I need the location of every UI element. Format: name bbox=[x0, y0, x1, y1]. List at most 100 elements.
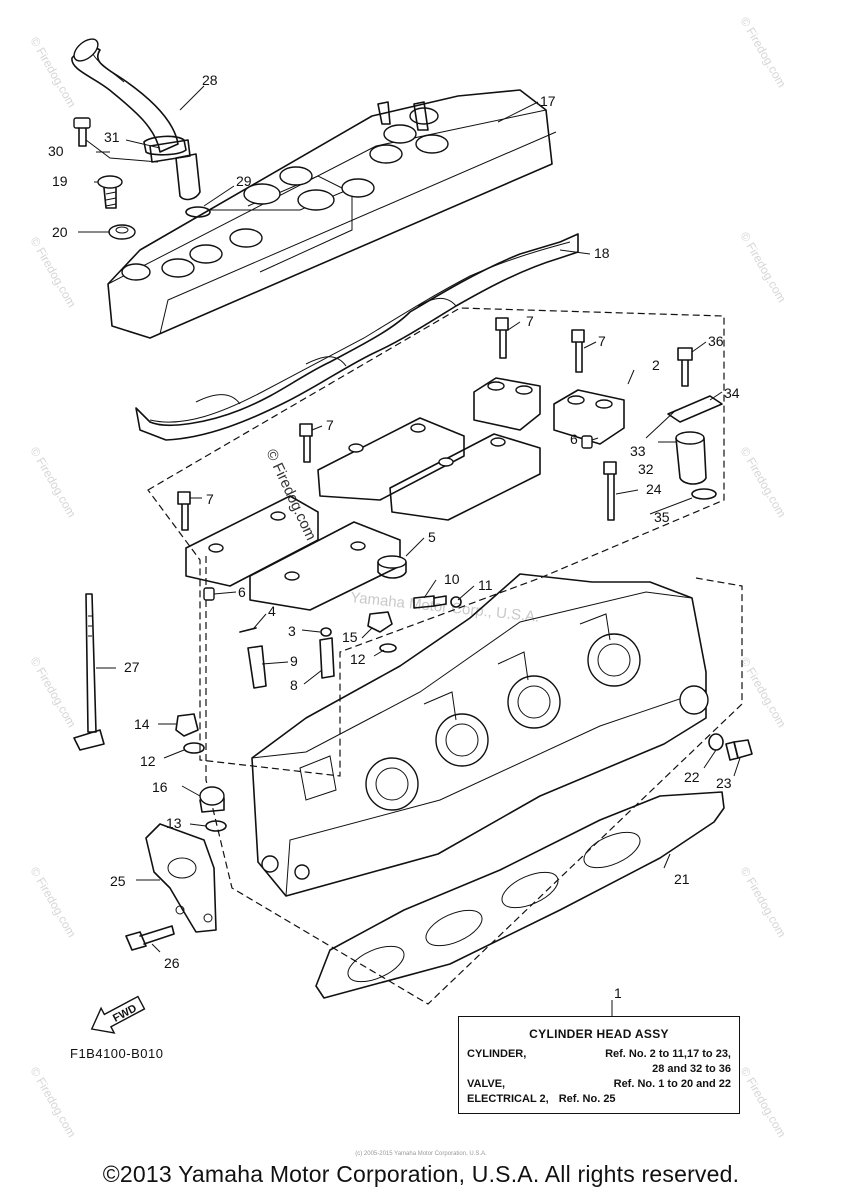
bolt-30 bbox=[73, 117, 159, 163]
guide-8 bbox=[319, 637, 335, 679]
cover-gasket bbox=[135, 233, 579, 441]
callout-23: 23 bbox=[716, 775, 732, 791]
callout-27: 27 bbox=[124, 659, 140, 675]
callout-8: 8 bbox=[290, 677, 298, 693]
callout-30: 30 bbox=[48, 143, 64, 159]
callout-25: 25 bbox=[110, 873, 126, 889]
plate-34 bbox=[667, 395, 723, 423]
assy-row4-label: ELECTRICAL 2, bbox=[467, 1093, 549, 1105]
assy-title: CYLINDER HEAD ASSY bbox=[529, 1027, 669, 1041]
washer-12a bbox=[379, 643, 397, 653]
cylinder-head bbox=[251, 573, 709, 897]
dowel-6b bbox=[203, 587, 215, 601]
tiny-copyright: (c) 2005-2015 Yamaha Motor Corporation, … bbox=[355, 1151, 487, 1157]
camshaft-cap-group-outline bbox=[147, 307, 725, 777]
callout-13: 13 bbox=[166, 815, 182, 831]
callout-28: 28 bbox=[202, 72, 218, 88]
nut-14 bbox=[175, 713, 199, 737]
fwd-label: FWD bbox=[111, 1002, 139, 1024]
nut-15 bbox=[367, 611, 393, 633]
washer-11 bbox=[450, 596, 462, 608]
cam-cap-upper-right bbox=[473, 377, 625, 445]
pin-4 bbox=[239, 627, 257, 633]
center-watermark: © Firedog.com bbox=[262, 447, 319, 544]
watermark-right-4: © Firedog.com bbox=[737, 655, 789, 730]
cap-bolts bbox=[177, 317, 693, 531]
callout-6b: 6 bbox=[238, 584, 246, 600]
callout-5: 5 bbox=[428, 529, 436, 545]
watermark-left-4: © Firedog.com bbox=[27, 655, 79, 730]
callout-29: 29 bbox=[236, 173, 252, 189]
callout-7d: 7 bbox=[206, 491, 214, 507]
dowel-6a bbox=[581, 435, 593, 449]
o-ring-35 bbox=[691, 488, 717, 500]
callout-11: 11 bbox=[478, 577, 493, 593]
guide-9 bbox=[247, 645, 267, 689]
diagram-ref-code: F1B4100-B010 bbox=[70, 1046, 164, 1061]
assy-row3-value: Ref. No. 1 to 20 and 22 bbox=[613, 1078, 731, 1090]
tube-32 bbox=[675, 431, 707, 485]
callout-20: 20 bbox=[52, 224, 68, 240]
callout-21: 21 bbox=[674, 871, 690, 887]
callout-7c: 7 bbox=[326, 417, 334, 433]
assy-row3-label: VALVE, bbox=[467, 1078, 506, 1090]
callout-24: 24 bbox=[646, 481, 662, 497]
callout-1: 1 bbox=[614, 985, 622, 1001]
plug-23 bbox=[725, 739, 753, 761]
clip-3 bbox=[320, 627, 332, 637]
head-cover bbox=[107, 89, 557, 339]
callout-9: 9 bbox=[290, 653, 298, 669]
side-watermarks: © Firedog.com © Firedog.com © Firedog.co… bbox=[27, 15, 789, 1140]
bolt-19 bbox=[97, 175, 123, 209]
assembly-info-box: CYLINDER HEAD ASSY CYLINDER, Ref. No. 2 … bbox=[458, 1016, 740, 1114]
dipstick-27 bbox=[73, 593, 105, 751]
callout-19: 19 bbox=[52, 173, 68, 189]
callout-15: 15 bbox=[342, 629, 358, 645]
gasket-22 bbox=[708, 733, 724, 751]
assy-row-electrical: ELECTRICAL 2, Ref. No. 25 bbox=[467, 1092, 731, 1107]
watermark-right-5: © Firedog.com bbox=[737, 865, 789, 940]
callout-4: 4 bbox=[268, 603, 276, 619]
watermark-left-5: © Firedog.com bbox=[27, 865, 79, 940]
watermark-left-2: © Firedog.com bbox=[27, 235, 79, 310]
callout-7a: 7 bbox=[526, 313, 534, 329]
assy-row4-value: Ref. No. 25 bbox=[558, 1093, 616, 1105]
assy-row-cylinder: CYLINDER, Ref. No. 2 to 11,17 to 23, bbox=[467, 1047, 731, 1062]
callout-7b: 7 bbox=[598, 333, 606, 349]
callout-12a: 12 bbox=[350, 651, 366, 667]
assy-row1-value: Ref. No. 2 to 11,17 to 23, bbox=[605, 1048, 731, 1060]
bolt-26 bbox=[125, 925, 175, 951]
watermark-left-3: © Firedog.com bbox=[27, 445, 79, 520]
callout-2: 2 bbox=[652, 357, 660, 373]
callout-34: 34 bbox=[724, 385, 740, 401]
bracket-25 bbox=[145, 823, 217, 933]
callout-16: 16 bbox=[152, 779, 168, 795]
faint-watermark: Yamaha Motor Corp., U.S.A. bbox=[350, 589, 541, 626]
callout-18: 18 bbox=[594, 245, 610, 261]
watermark-right-2: © Firedog.com bbox=[737, 230, 789, 305]
callout-36: 36 bbox=[708, 333, 724, 349]
assy-row2-value: 28 and 32 to 36 bbox=[652, 1063, 731, 1075]
callout-10: 10 bbox=[444, 571, 460, 587]
callout-labels: 28 17 31 30 19 29 20 18 7 7 2 36 34 7 6 … bbox=[48, 72, 740, 1001]
callout-3: 3 bbox=[288, 623, 296, 639]
callout-6a: 6 bbox=[570, 431, 578, 447]
fwd-arrow: FWD bbox=[90, 995, 146, 1034]
leader-lines bbox=[78, 85, 741, 1016]
assy-row-valve: VALVE, Ref. No. 1 to 20 and 22 bbox=[467, 1077, 731, 1092]
callout-22: 22 bbox=[684, 769, 700, 785]
breather-hose bbox=[71, 38, 201, 201]
head-gasket-21 bbox=[315, 791, 725, 999]
callout-12b: 12 bbox=[140, 753, 156, 769]
callout-26: 26 bbox=[164, 955, 180, 971]
assy-row1-label: CYLINDER, bbox=[467, 1048, 527, 1060]
watermark-left-6: © Firedog.com bbox=[27, 1065, 79, 1140]
watermark-right-1: © Firedog.com bbox=[737, 15, 789, 90]
bolt-10 bbox=[413, 595, 447, 609]
callout-17: 17 bbox=[540, 93, 556, 109]
callout-31: 31 bbox=[104, 129, 120, 145]
washer-12b bbox=[183, 742, 205, 754]
callout-32: 32 bbox=[638, 461, 654, 477]
callout-35: 35 bbox=[654, 509, 670, 525]
